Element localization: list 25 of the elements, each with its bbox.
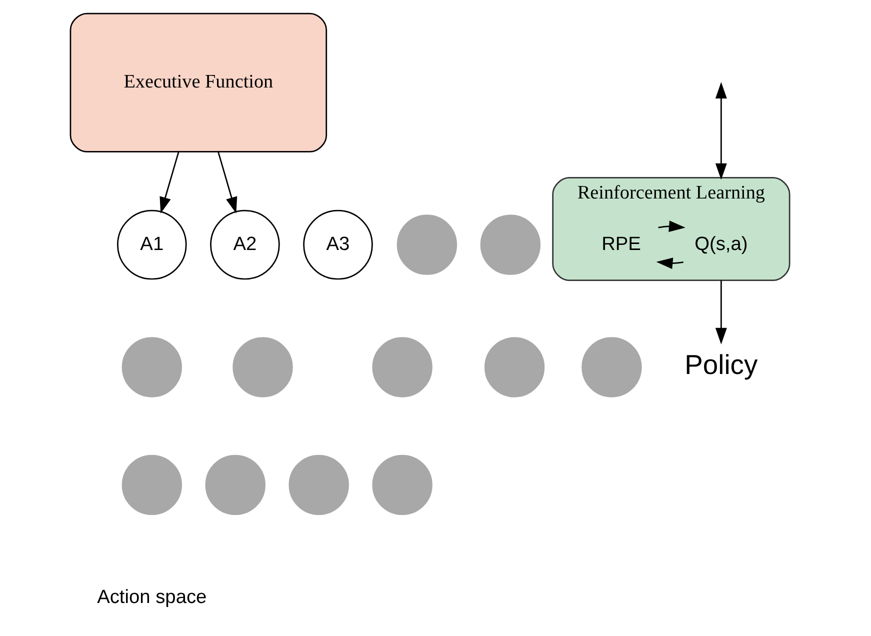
label: Action space — [97, 586, 207, 608]
node-circle — [122, 454, 182, 516]
node-circle — [484, 337, 545, 398]
node-circle: A3 — [303, 210, 373, 280]
node-circle: A2 — [210, 210, 280, 280]
node-circle — [396, 214, 458, 275]
arrow — [715, 280, 727, 344]
node-circle — [372, 454, 432, 516]
node-circle — [205, 454, 266, 516]
arrow — [160, 152, 180, 214]
node-box: Executive Function — [70, 12, 328, 152]
node-circle — [122, 337, 182, 398]
node-circle — [372, 337, 432, 398]
node-circle: A1 — [117, 210, 187, 280]
node-circle — [480, 214, 541, 275]
node-text: RPE — [602, 234, 641, 255]
arrow — [656, 258, 684, 270]
arrow — [218, 152, 238, 214]
node-circle — [232, 337, 293, 398]
node-circle — [288, 454, 349, 516]
node-text: Q(s,a) — [694, 234, 748, 255]
arrow — [658, 220, 686, 232]
arrow — [715, 82, 727, 180]
node-circle — [582, 337, 642, 398]
node-text: Policy — [684, 349, 758, 380]
